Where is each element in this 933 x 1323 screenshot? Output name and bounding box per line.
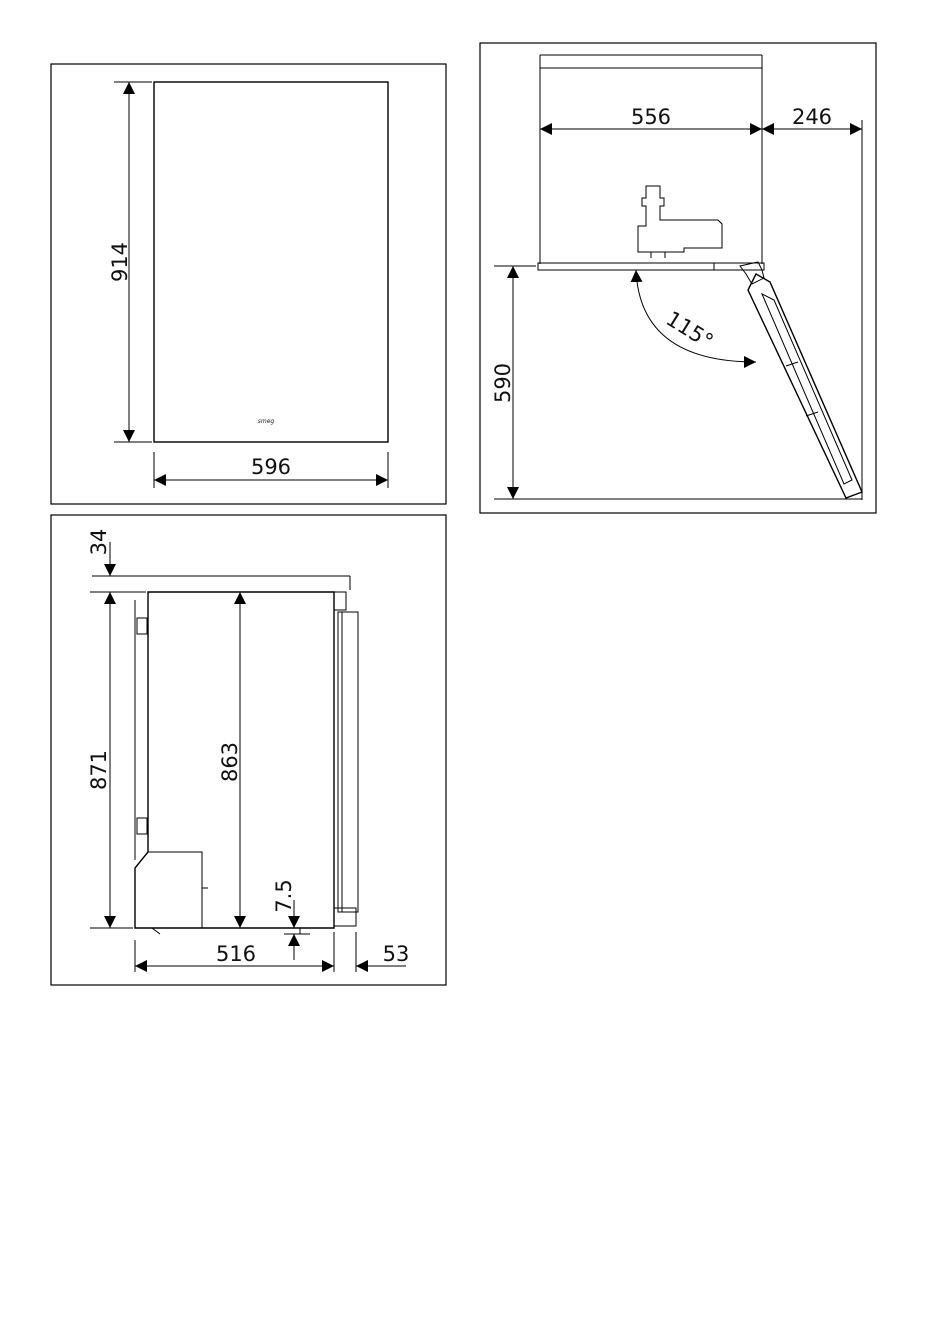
door-swing-label: 246	[792, 105, 832, 129]
total-height-label: 871	[87, 750, 111, 790]
top-gap-label: 34	[87, 529, 111, 556]
door-depth-label: 53	[383, 942, 410, 966]
foot-height-label: 7.5	[272, 879, 296, 912]
side-view-panel: 34 871 863 7.5 516 53	[51, 515, 446, 985]
front-height-label: 914	[108, 242, 132, 282]
depth-label: 516	[216, 942, 256, 966]
front-view-panel: smeg 914 596	[51, 64, 446, 504]
front-view-frame	[51, 64, 446, 504]
brand-logo: smeg	[258, 418, 275, 425]
open-depth-label: 590	[491, 363, 515, 403]
top-view-panel: 556 246 590 115°	[480, 43, 876, 513]
front-width-label: 596	[251, 455, 291, 479]
side-door	[338, 612, 358, 912]
door-angle-label: 115°	[662, 306, 718, 353]
appliance-front	[154, 82, 388, 442]
body-height-label: 863	[218, 742, 242, 782]
top-width-label: 556	[631, 105, 671, 129]
compressor	[638, 186, 722, 252]
door-angle-arc	[636, 270, 756, 362]
